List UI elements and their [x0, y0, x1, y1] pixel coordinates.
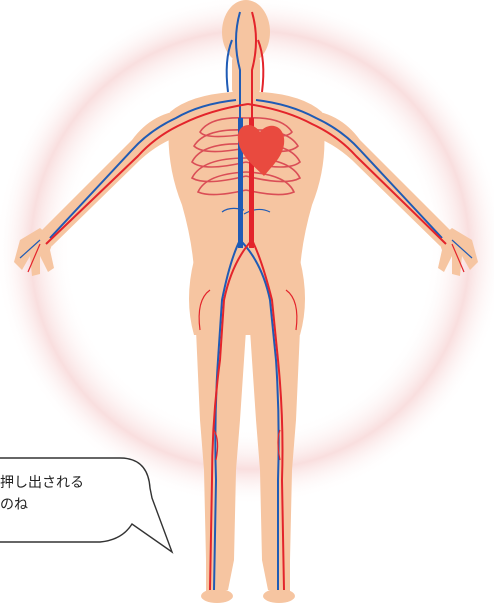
speech-bubble-line1: 押し出される — [0, 472, 140, 494]
speech-bubble: 押し出される のね — [0, 472, 140, 516]
speech-bubble-line2: のね — [0, 494, 140, 516]
